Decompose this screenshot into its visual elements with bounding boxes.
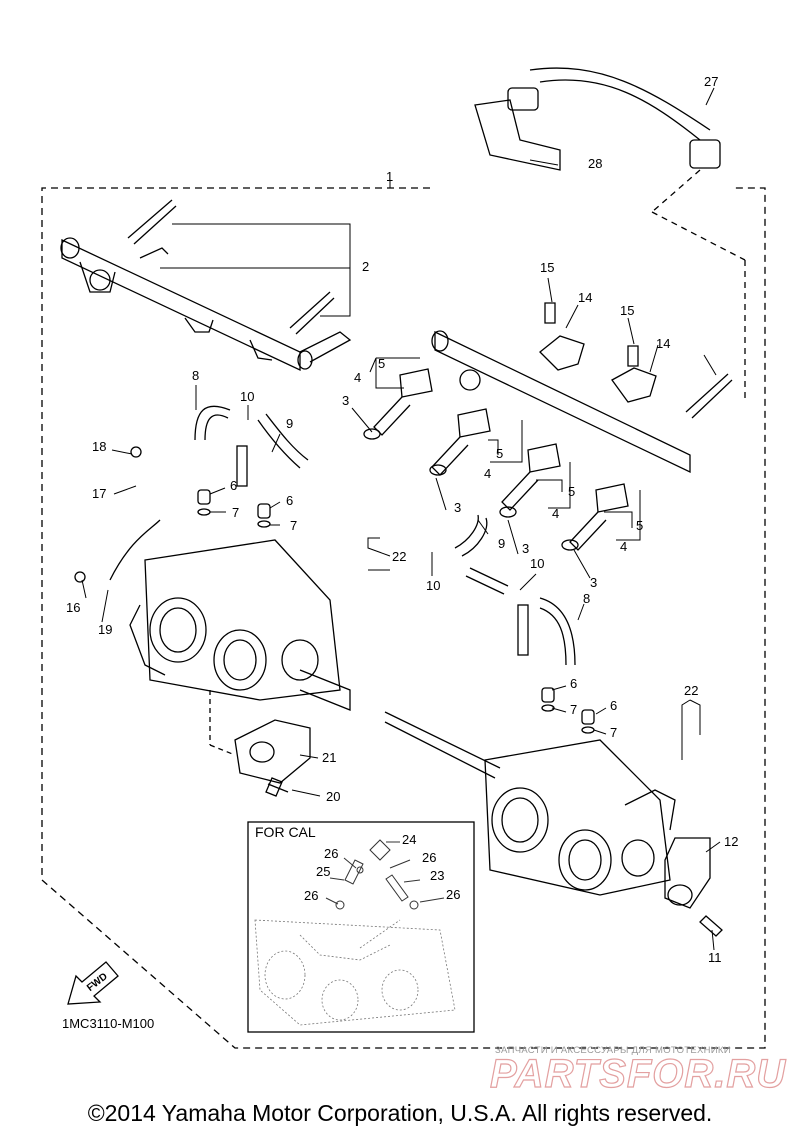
callout-6: 6: [286, 493, 293, 508]
for-cal-parts: [325, 839, 445, 910]
callout-25: 25: [316, 864, 330, 879]
bolts: [127, 199, 733, 419]
for-cal-box: [247, 821, 475, 1033]
for-cal-throttle-body: [254, 919, 456, 1026]
callout-10: 10: [240, 389, 254, 404]
callout-7: 7: [610, 725, 617, 740]
callout-9: 9: [498, 536, 505, 551]
callout-26: 26: [422, 850, 436, 865]
callout-9: 9: [286, 416, 293, 431]
vacuum-hoses: [194, 405, 576, 666]
copyright-notice: ©2014 Yamaha Motor Corporation, U.S.A. A…: [87, 1100, 713, 1126]
callout-26: 26: [324, 846, 338, 861]
for-cal-title: FOR CAL: [255, 824, 316, 840]
leader-lines: [81, 87, 721, 951]
callout-22: 22: [392, 549, 406, 564]
callout-14: 14: [656, 336, 670, 351]
diagram-code: 1MC3110-M100: [62, 1016, 155, 1031]
throttle-body-right: [484, 739, 676, 896]
callout-12: 12: [724, 834, 738, 849]
callout-26: 26: [304, 888, 318, 903]
callout-10: 10: [530, 556, 544, 571]
callout-8: 8: [192, 368, 199, 383]
callout-6: 6: [230, 478, 237, 493]
callout-4: 4: [484, 466, 491, 481]
callout-7: 7: [290, 518, 297, 533]
assembly-frame: [41, 187, 766, 1049]
callout-4: 4: [552, 506, 559, 521]
callout-2: 2: [362, 259, 369, 274]
callout-3: 3: [454, 500, 461, 515]
watermark-subtitle: ЗАПЧАСТИ И АКСЕССУАРЫ ДЛЯ МОТОТЕХНИКИ: [495, 1045, 731, 1056]
callout-5: 5: [568, 484, 575, 499]
callout-3: 3: [342, 393, 349, 408]
callout-27: 27: [704, 74, 718, 89]
callout-22: 22: [684, 683, 698, 698]
watermark-logo: PARTSFOR.RU: [489, 1051, 787, 1096]
callout-4: 4: [354, 370, 361, 385]
callout-23: 23: [430, 868, 444, 883]
callout-5: 5: [378, 356, 385, 371]
fuel-hose: [474, 67, 746, 400]
callout-8: 8: [583, 591, 590, 606]
callout-5: 5: [496, 446, 503, 461]
callout-3: 3: [590, 575, 597, 590]
callout-16: 16: [66, 600, 80, 615]
injectors: [363, 368, 629, 551]
callout-7: 7: [570, 702, 577, 717]
throttle-position-sensors: [209, 690, 711, 909]
caps-and-clips: [197, 489, 595, 734]
callout-6: 6: [610, 698, 617, 713]
callout-14: 14: [578, 290, 592, 305]
callout-6: 6: [570, 676, 577, 691]
callout-24: 24: [402, 832, 416, 847]
callout-4: 4: [620, 539, 627, 554]
callout-3: 3: [522, 541, 529, 556]
callout-15: 15: [540, 260, 554, 275]
callout-7: 7: [232, 505, 239, 520]
callout-26: 26: [446, 887, 460, 902]
callout-numbers: 1233334444555566667777889910101011121414…: [66, 74, 738, 965]
throttle-body-left: [109, 519, 501, 779]
callout-17: 17: [92, 486, 106, 501]
callout-11: 11: [708, 950, 722, 965]
fuel-rail-right: [431, 330, 691, 474]
fuel-rail-left: [60, 237, 352, 372]
callout-1: 1: [386, 169, 393, 184]
callout-18: 18: [92, 439, 106, 454]
callout-5: 5: [636, 518, 643, 533]
callout-15: 15: [620, 303, 634, 318]
callout-21: 21: [322, 750, 336, 765]
fwd-arrow-icon: [67, 961, 119, 1005]
callout-20: 20: [326, 789, 340, 804]
callout-19: 19: [98, 622, 112, 637]
callout-10: 10: [426, 578, 440, 593]
screws: [74, 302, 723, 937]
callout-28: 28: [588, 156, 602, 171]
